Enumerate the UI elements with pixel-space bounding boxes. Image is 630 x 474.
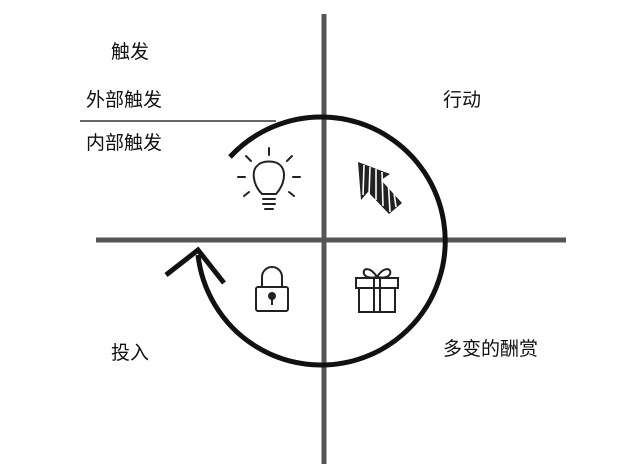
investment-label: 投入 bbox=[111, 342, 150, 364]
internal-trigger-label: 内部触发 bbox=[86, 132, 163, 154]
trigger-heading: 触发 bbox=[111, 41, 150, 63]
cursor-arrow-icon bbox=[358, 162, 402, 214]
cycle-arrowhead-icon bbox=[164, 246, 226, 285]
padlock-icon bbox=[255, 266, 289, 312]
external-trigger-label: 外部触发 bbox=[86, 89, 163, 111]
variable-reward-label: 多变的酬赏 bbox=[443, 338, 539, 360]
cycle-arc bbox=[195, 114, 448, 368]
action-label: 行动 bbox=[443, 89, 482, 111]
lightbulb-icon bbox=[237, 147, 301, 210]
gift-icon bbox=[355, 268, 399, 313]
